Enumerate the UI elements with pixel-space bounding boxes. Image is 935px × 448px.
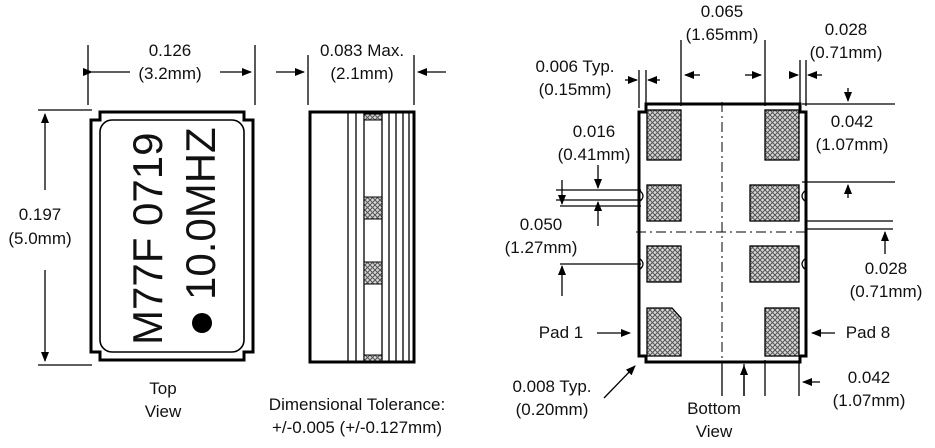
side-thickness-in: 0.083 Max. (320, 41, 404, 60)
bv-corner-in: 0.028 (825, 20, 868, 39)
bv-gap-in: 0.016 (573, 122, 616, 141)
bottom-view-body (637, 102, 808, 364)
bottom-view: 0.065 (1.65mm) 0.028 (0.71mm) 0.006 Typ.… (505, 2, 923, 441)
pad-6 (749, 184, 800, 222)
top-height-mm: (5.0mm) (8, 229, 71, 248)
top-view-lid (99, 119, 245, 353)
pad8-label: Pad 8 (846, 323, 890, 342)
bv-pitch-in: 0.050 (520, 215, 563, 234)
tolerance-line1: Dimensional Tolerance: (269, 395, 445, 414)
marking-line2: 10.0MHZ (177, 127, 224, 300)
bv-chamfer-in: 0.008 Typ. (512, 377, 591, 396)
pad-3 (646, 184, 682, 222)
bv-pitch-mm: (1.27mm) (505, 238, 578, 257)
top-caption-line2: View (145, 402, 182, 421)
bv-pad-height-in: 0.042 (831, 112, 874, 131)
top-height-in: 0.197 (19, 205, 62, 224)
pad-2 (646, 245, 682, 283)
bv-gap-mm: (0.41mm) (558, 145, 631, 164)
bv-pad-span-in: 0.065 (701, 2, 744, 21)
marking-line1: M77F 0719 (124, 133, 171, 345)
pad1-label: Pad 1 (539, 323, 583, 342)
top-caption-line1: Top (149, 379, 176, 398)
bv-pad-width-in: 0.042 (848, 368, 891, 387)
bottom-caption-line1: Bottom (687, 399, 741, 418)
pad-5 (764, 109, 800, 161)
side-view: 0.083 Max. (2.1mm) Dimensional Tolerance… (269, 41, 446, 437)
bv-typ-in: 0.006 Typ. (535, 57, 614, 76)
bv-corner-mm: (0.71mm) (810, 43, 883, 62)
bv-chamfer-mm: (0.20mm) (516, 400, 589, 419)
bv-right-in: 0.028 (865, 259, 908, 278)
side-thickness-mm: (2.1mm) (330, 64, 393, 83)
top-width-in: 0.126 (149, 41, 192, 60)
bv-pad-height-mm: (1.07mm) (816, 135, 889, 154)
bv-pad-span-mm: (1.65mm) (686, 25, 759, 44)
bv-pad-width-mm: (1.07mm) (833, 391, 906, 410)
pin1-dot (192, 313, 212, 333)
pad-4 (646, 109, 682, 161)
top-view-body (89, 110, 255, 362)
pad-8 (764, 307, 800, 357)
bv-typ-mm: (0.15mm) (539, 80, 612, 99)
side-view-body (308, 110, 416, 364)
top-width-mm: (3.2mm) (138, 64, 201, 83)
bv-right-mm: (0.71mm) (850, 282, 923, 301)
pad-1 (646, 307, 682, 357)
top-view: 0.126 (3.2mm) 0.197 (5.0mm) M77F 0719 10… (8, 41, 256, 421)
pad-7 (749, 245, 800, 283)
bottom-caption-line2: View (696, 422, 733, 441)
tolerance-line2: +/-0.005 (+/-0.127mm) (272, 418, 442, 437)
